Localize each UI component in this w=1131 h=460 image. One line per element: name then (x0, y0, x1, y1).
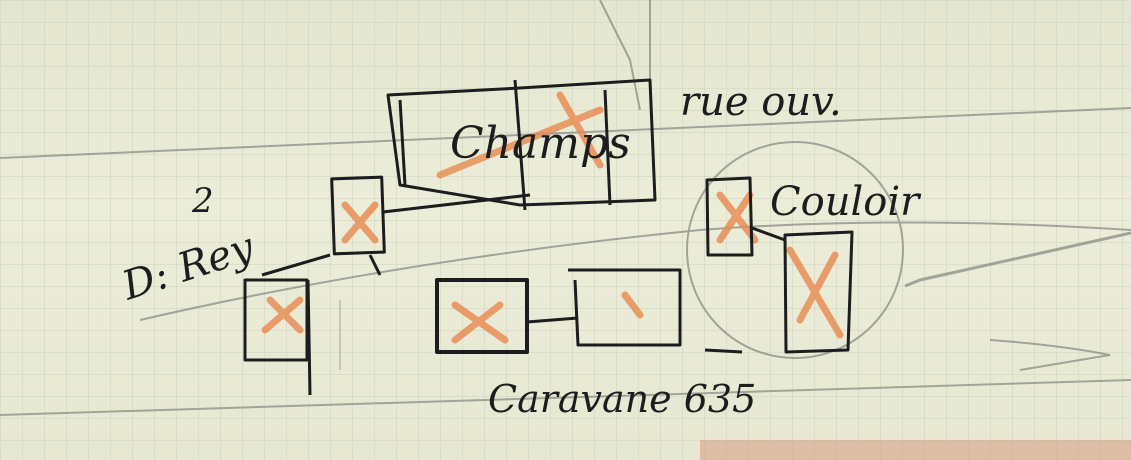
label-number-2: 2 (191, 181, 214, 221)
ink-boxes (243, 78, 854, 396)
paper-edge (700, 440, 1131, 460)
box-d-rey (243, 278, 309, 362)
pencil-lines (0, 0, 1131, 416)
box-upper-small (330, 175, 386, 256)
box-lower-1 (435, 278, 529, 354)
box-lower-2 (568, 268, 682, 347)
label-champs: Champs (450, 118, 631, 169)
box-couloir-1 (705, 176, 754, 257)
champs-divider-2 (603, 89, 612, 206)
champs-box (386, 78, 657, 207)
label-rue-ouverte: rue ouv. (680, 79, 842, 125)
label-caravane: Caravane 635 (488, 377, 756, 421)
champs-divider-1 (513, 79, 527, 211)
box-couloir-2 (783, 230, 854, 354)
label-couloir: Couloir (770, 179, 922, 225)
